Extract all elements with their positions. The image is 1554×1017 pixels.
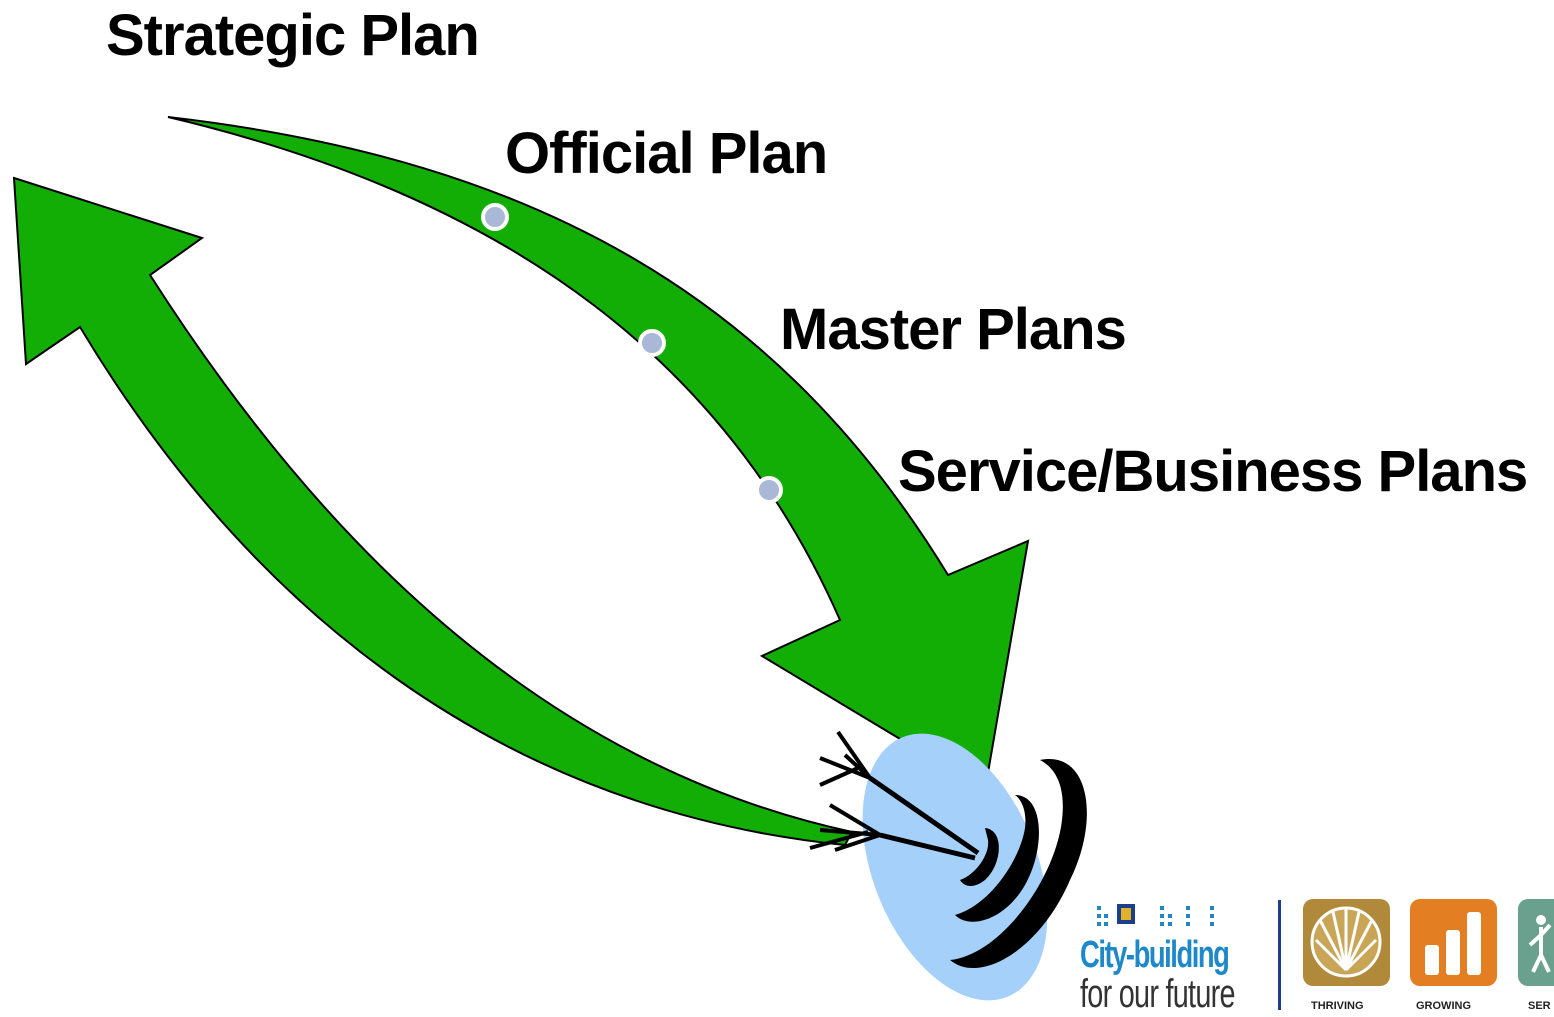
thriving-caption: THRIVING xyxy=(1311,1000,1364,1012)
target-icon xyxy=(809,730,1087,1001)
service-plans-dot xyxy=(755,476,783,504)
master-plans-label: Master Plans xyxy=(780,297,1127,362)
growing-badge-icon xyxy=(1410,899,1497,986)
service-business-plans-label: Service/Business Plans xyxy=(898,439,1528,504)
official-plan-label: Official Plan xyxy=(505,121,828,186)
logo-divider xyxy=(1278,900,1281,1010)
serving-badge-icon xyxy=(1518,899,1554,986)
official-plan-dot xyxy=(481,203,509,231)
serving-caption: SER xyxy=(1528,1000,1551,1012)
for-our-future-logo-text: for our future xyxy=(1080,972,1236,1016)
master-plans-dot xyxy=(638,329,666,357)
arrow-down-to-target xyxy=(167,116,1030,792)
thriving-badge-icon xyxy=(1303,899,1390,986)
city-building-logo-text: City-building xyxy=(1080,934,1230,976)
strategic-plan-label: Strategic Plan xyxy=(106,3,480,68)
city-building-dots-icon xyxy=(1097,906,1214,926)
growing-caption: GROWING xyxy=(1416,1000,1471,1012)
arrow-up-to-strategic xyxy=(12,176,854,847)
